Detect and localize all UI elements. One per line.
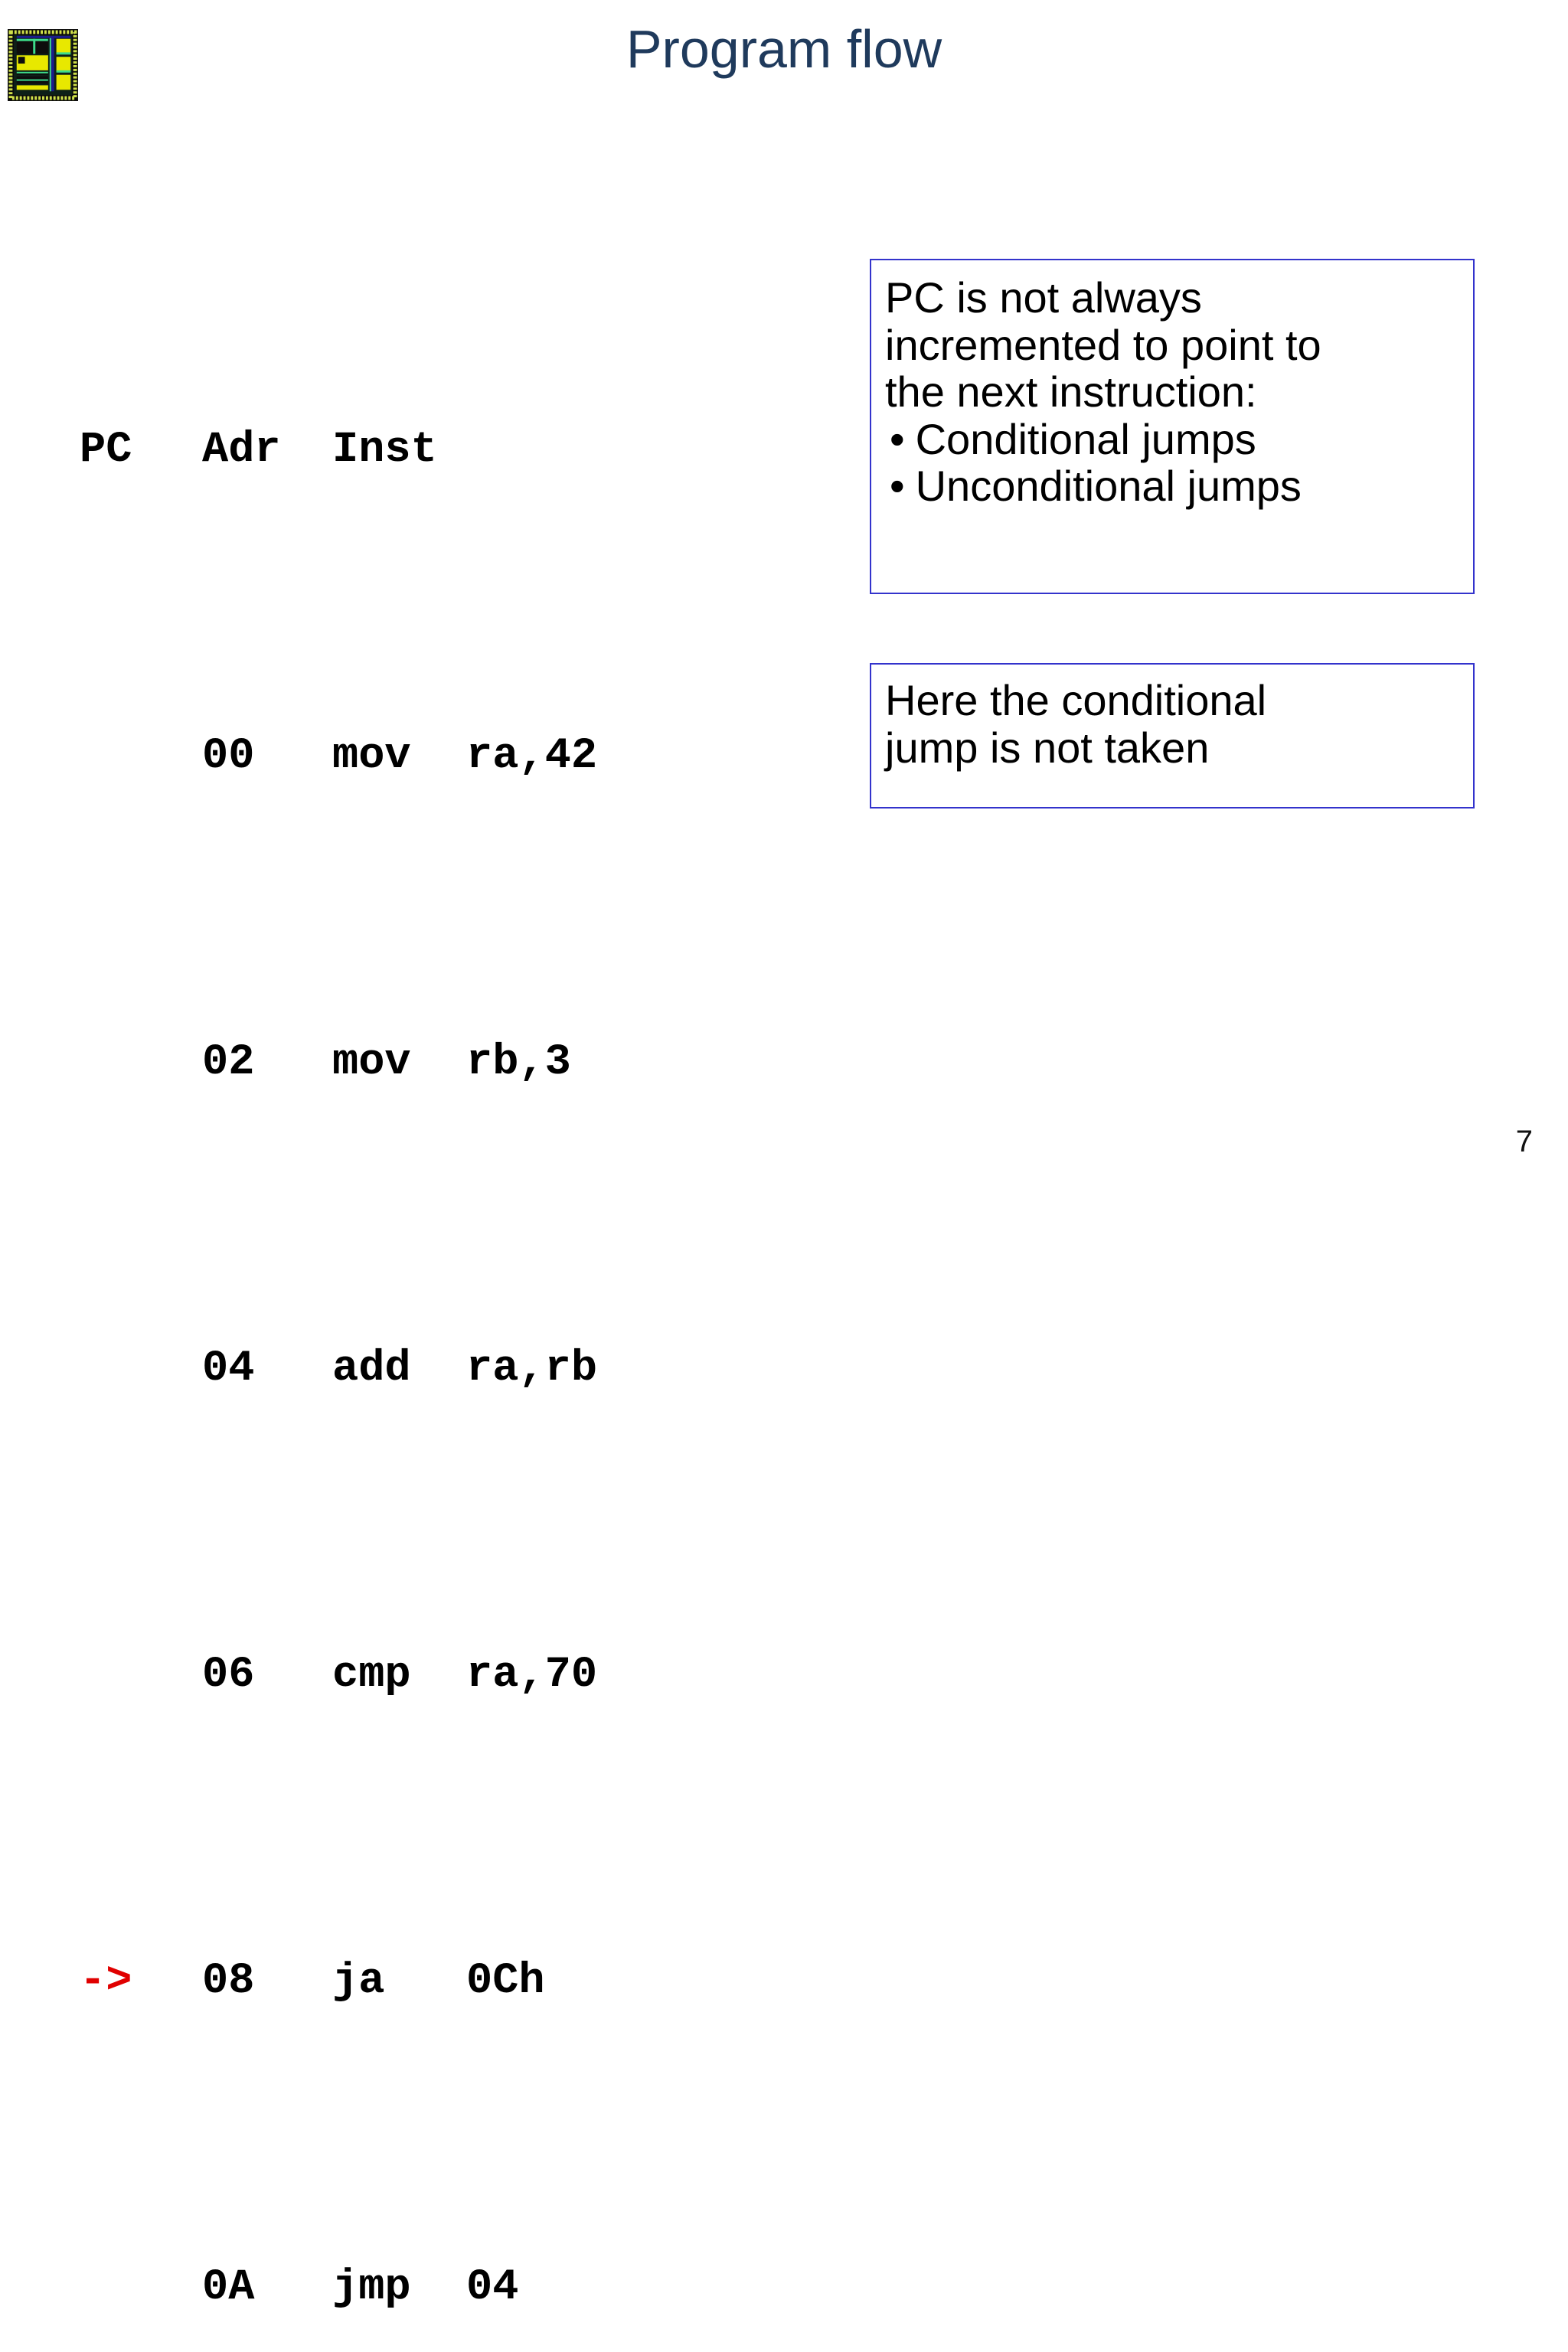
column-header-adr: Adr	[202, 426, 281, 475]
column-header-inst: Inst	[332, 426, 437, 475]
callout-box-pc-increment: PC is not always incremented to point to…	[870, 259, 1475, 594]
page-number: 7	[1515, 1125, 1533, 1158]
code-row: 02 mov rb,3	[80, 1024, 597, 1101]
mnemonic-cell: cmp	[332, 1651, 411, 1700]
code-row: 04 add ra,rb	[80, 1331, 597, 1407]
callout-box-jump-not-taken: Here the conditional jump is not taken	[870, 663, 1475, 808]
address-cell: 08	[202, 1957, 255, 2006]
mnemonic-cell: add	[332, 1344, 411, 1393]
address-cell: 02	[202, 1038, 255, 1087]
pc-arrow-marker-icon: ->	[80, 1957, 132, 2006]
callout1-bullet-1: •Conditional jumps	[885, 414, 1462, 463]
mnemonic-cell: mov	[332, 1038, 411, 1087]
chip-die-graphic	[8, 30, 77, 100]
operands-cell: 0Ch	[466, 1957, 545, 2006]
callout1-bullet-2-label: Unconditional jumps	[915, 462, 1302, 511]
callout1-bullet-2: •Unconditional jumps	[885, 462, 1462, 510]
address-cell: 00	[202, 732, 255, 781]
page-title: Program flow	[626, 19, 942, 79]
operands-cell: ra,42	[466, 732, 598, 781]
code-row: 06 cmp ra,70	[80, 1637, 597, 1713]
callout1-line1: PC is not always	[885, 273, 1202, 322]
assembly-code-listing: PC Adr Inst 00 mov ra,42 02 mov rb,3 04 …	[80, 182, 597, 2352]
operands-cell: 04	[466, 2263, 519, 2312]
chip-die-logo	[8, 29, 78, 101]
address-cell: 06	[202, 1651, 255, 1700]
callout2-line1: Here the conditional	[885, 676, 1267, 724]
operands-cell: ra,rb	[466, 1344, 598, 1393]
code-row-current: -> 08 ja 0Ch	[80, 1943, 597, 2020]
code-row: 00 mov ra,42	[80, 718, 597, 795]
address-cell: 0A	[202, 2263, 255, 2312]
operands-cell: ra,70	[466, 1651, 598, 1700]
bullet-dot-icon: •	[890, 462, 905, 511]
mnemonic-cell: mov	[332, 732, 411, 781]
code-row: 0A jmp 04	[80, 2249, 597, 2326]
callout1-bullet-1-label: Conditional jumps	[915, 414, 1256, 463]
code-header-row: PC Adr Inst	[80, 412, 597, 488]
bullet-dot-icon: •	[890, 414, 905, 463]
callout1-line3: the next instruction:	[885, 368, 1257, 416]
callout2-line2: jump is not taken	[885, 723, 1210, 772]
mnemonic-cell: ja	[332, 1957, 385, 2006]
mnemonic-cell: jmp	[332, 2263, 411, 2312]
address-cell: 04	[202, 1344, 255, 1393]
callout1-line2: incremented to point to	[885, 320, 1321, 369]
operands-cell: rb,3	[466, 1038, 571, 1087]
column-header-pc: PC	[80, 426, 132, 475]
